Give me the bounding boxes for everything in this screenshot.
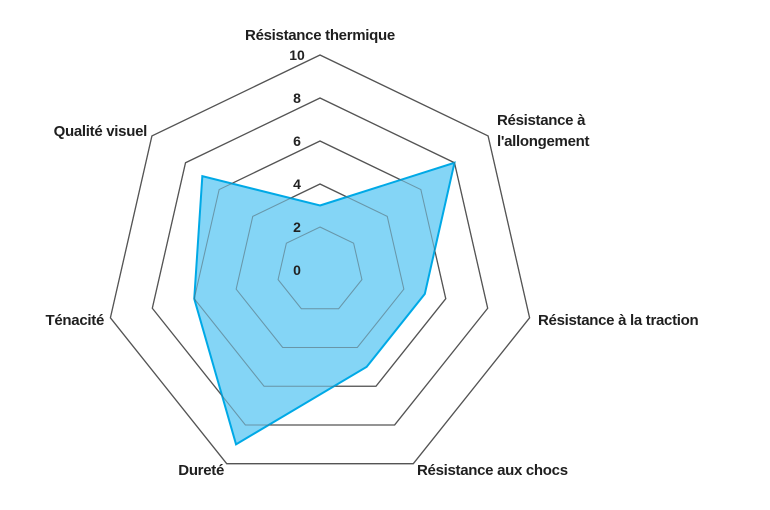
- grid-ring-overlay-8: [151, 97, 489, 426]
- grid-ring-8: [151, 97, 489, 426]
- series-area-0: [193, 161, 456, 446]
- tick-label: 8: [293, 90, 301, 106]
- grid-ring-overlay-2: [277, 226, 363, 310]
- tick-label: 6: [293, 133, 301, 149]
- category-label: Résistance à la traction: [538, 312, 699, 329]
- category-label: Dureté: [178, 462, 224, 479]
- tick-label: 0: [293, 262, 301, 278]
- radar-series: [109, 54, 531, 465]
- grid-ring-10: [109, 54, 531, 465]
- category-label: Ténacité: [46, 312, 104, 329]
- category-label: Qualité visuel: [54, 123, 147, 140]
- tick-label: 4: [293, 176, 301, 192]
- grid-ring-overlay-10: [109, 54, 531, 465]
- tick-label: 10: [289, 47, 305, 63]
- category-label: Résistance thermique: [245, 27, 395, 44]
- category-label: Résistance aux chocs: [417, 462, 568, 479]
- grid-ring-overlay-6: [193, 140, 447, 387]
- tick-label: 2: [293, 219, 301, 235]
- grid-ring-overlay-4: [235, 183, 405, 348]
- radial-tick-labels: 0 2 4 6 8 10: [289, 47, 305, 278]
